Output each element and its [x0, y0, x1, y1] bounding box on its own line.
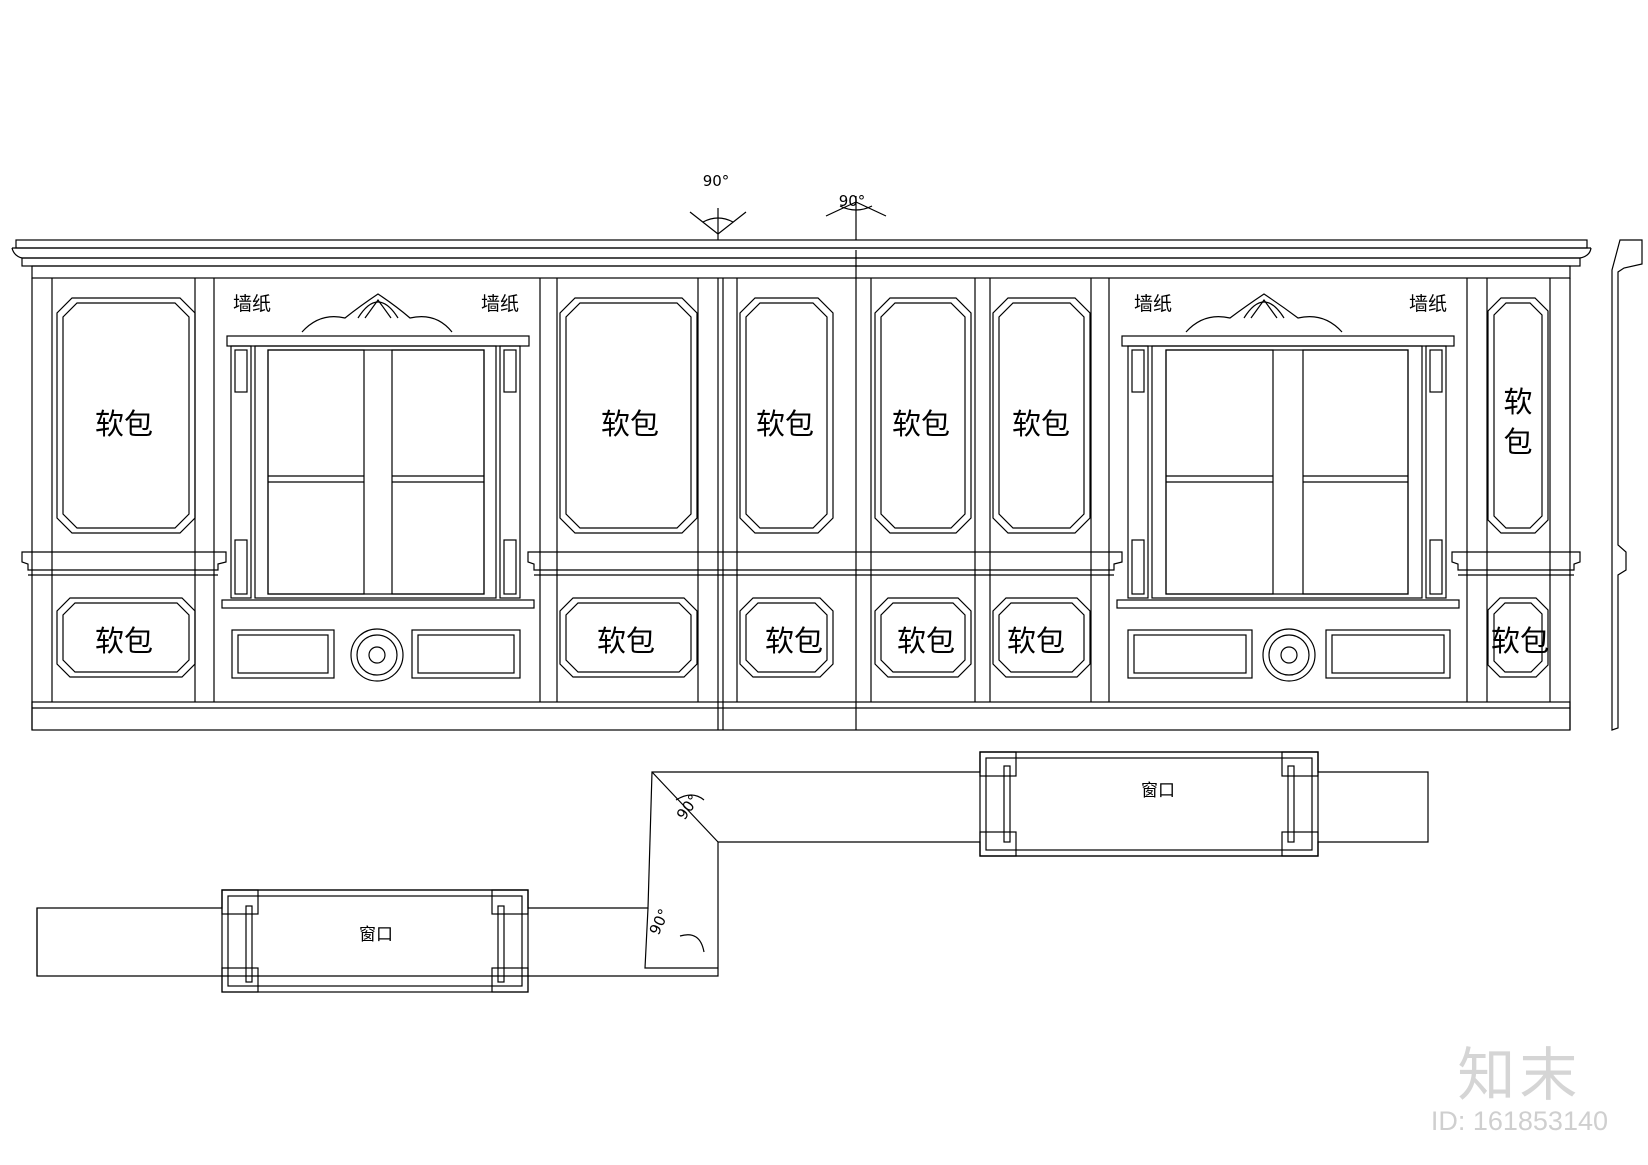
window-opening-label-2: 窗口 — [1141, 781, 1175, 801]
labels: 软包 软包 软包 软包 软包 软 包 软包 软包 软包 软包 软包 软包 墙纸 … — [95, 172, 1549, 945]
under-window-panels — [231, 628, 1451, 682]
floor-plan — [36, 751, 1429, 993]
cornice — [11, 239, 1592, 279]
angle-label-4: 90° — [646, 906, 674, 938]
soft-pack-label-5: 软包 — [1012, 407, 1070, 441]
soft-pack-label-8: 软包 — [765, 624, 823, 658]
upper-panels — [56, 297, 1549, 534]
soft-pack-label-7: 软包 — [597, 624, 655, 658]
wallpaper-label-4: 墙纸 — [1409, 293, 1447, 315]
soft-pack-label-11: 软包 — [1491, 624, 1549, 658]
watermark-logo: 知末 — [1457, 1041, 1582, 1109]
soft-pack-label-10: 软包 — [1007, 624, 1065, 658]
soft-pack-label-6: 软包 — [95, 624, 153, 658]
carved-crown-right — [1185, 293, 1343, 333]
watermark-id: ID: 161853140 — [1430, 1106, 1608, 1136]
window-opening-label-1: 窗口 — [359, 925, 393, 945]
watermark: 知末 ID: 161853140 — [1431, 1044, 1608, 1137]
angle-label-2: 90° — [839, 192, 866, 210]
lower-panels — [56, 597, 1549, 678]
angle-label-1: 90° — [703, 172, 730, 190]
soft-pack-label-3: 软包 — [756, 407, 814, 441]
left-window — [221, 335, 535, 609]
soft-pack-label-4: 软包 — [892, 407, 950, 441]
angle-marks-elevation — [689, 196, 887, 240]
wallpaper-label-1: 墙纸 — [233, 293, 271, 315]
soft-pack-label-vertical-bottom: 包 — [1503, 425, 1532, 459]
soft-pack-label-9: 软包 — [897, 624, 955, 658]
soft-pack-label-1: 软包 — [95, 407, 153, 441]
chair-rail — [21, 551, 1581, 576]
right-window — [1116, 335, 1460, 609]
wall-body — [31, 250, 1571, 731]
wallpaper-label-2: 墙纸 — [481, 293, 519, 315]
wallpaper-label-3: 墙纸 — [1134, 293, 1172, 315]
soft-pack-label-2: 软包 — [601, 407, 659, 441]
side-profile — [1611, 239, 1643, 731]
soft-pack-label-vertical-top: 软 — [1503, 385, 1532, 419]
carved-crown-left — [301, 293, 453, 333]
